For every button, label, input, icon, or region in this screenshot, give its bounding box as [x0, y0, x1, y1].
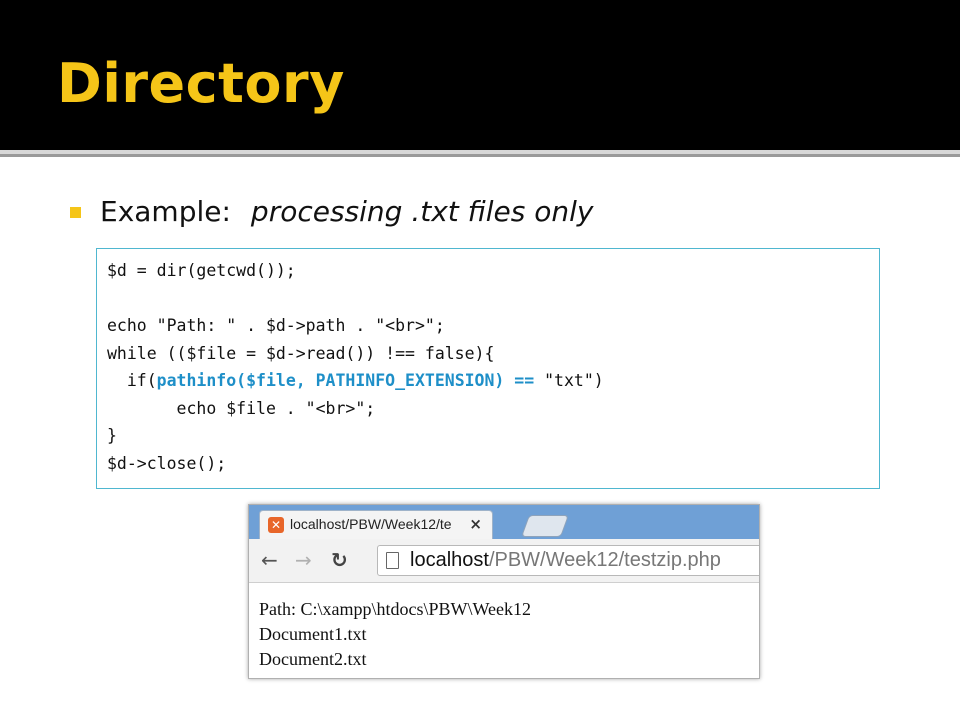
header-divider-light — [0, 150, 960, 154]
new-tab-button[interactable] — [520, 515, 570, 537]
address-bar[interactable]: localhost/PBW/Week12/testzip.php — [377, 545, 759, 576]
browser-tabstrip: ✕ localhost/PBW/Week12/te × — [249, 505, 759, 539]
code-line-5-const: , PATHINFO_EXTENSION) == — [295, 371, 545, 390]
code-line-5: if(pathinfo($file, PATHINFO_EXTENSION) =… — [107, 371, 604, 390]
code-line-8: $d->close(); — [107, 453, 227, 473]
code-line-4: while (($file = $d->read()) !== false){ — [107, 343, 495, 363]
slide-title: Directory — [57, 52, 345, 115]
page-icon — [386, 552, 399, 569]
code-text: $d = dir(getcwd()); echo "Path: " . $d->… — [107, 257, 604, 477]
url-host: localhost — [410, 549, 489, 571]
code-line-5-string: "txt" — [544, 371, 594, 390]
slide-header: Directory — [0, 0, 960, 150]
browser-page-output: Path: C:\xampp\htdocs\PBW\Week12 Documen… — [259, 597, 531, 672]
browser-toolbar: ← → ↻ localhost/PBW/Week12/testzip.php — [249, 539, 759, 583]
reload-icon[interactable]: ↻ — [331, 548, 348, 572]
code-line-5-pre: if( — [107, 371, 157, 390]
bullet-text: Example: processing .txt files only — [100, 195, 593, 228]
code-line-3: echo "Path: " . $d->path . "<br>"; — [107, 316, 445, 335]
tab-close-icon[interactable]: × — [469, 515, 482, 533]
output-line: Path: C:\xampp\htdocs\PBW\Week12 — [259, 599, 532, 619]
code-line-5-var: $file — [246, 371, 296, 390]
code-line-5-highlight: pathinfo($file, PATHINFO_EXTENSION) == "… — [157, 371, 594, 390]
url-path: /PBW/Week12/testzip.php — [488, 549, 721, 571]
code-line-1: $d = dir(getcwd()); — [107, 261, 296, 280]
code-line-5-post: ) — [593, 371, 604, 390]
output-line: Document1.txt — [259, 624, 367, 644]
code-block: $d = dir(getcwd()); echo "Path: " . $d->… — [96, 248, 880, 489]
code-line-5-fn: pathinfo( — [156, 371, 247, 390]
code-line-7: } — [107, 426, 117, 445]
back-arrow-icon[interactable]: ← — [261, 548, 278, 572]
xampp-favicon-icon: ✕ — [268, 517, 284, 533]
code-line-6: echo $file . "<br>"; — [107, 398, 376, 418]
bullet-square-icon — [70, 207, 81, 218]
header-divider-dark — [0, 154, 960, 157]
address-url: localhost/PBW/Week12/testzip.php — [410, 549, 721, 572]
tab-title: localhost/PBW/Week12/te — [290, 516, 452, 532]
browser-tab[interactable]: ✕ localhost/PBW/Week12/te × — [259, 510, 493, 539]
bullet-emphasis: processing .txt files only — [250, 195, 594, 228]
forward-arrow-icon[interactable]: → — [295, 548, 312, 572]
slide-content: Example: processing .txt files only $d = … — [0, 157, 960, 720]
output-line: Document2.txt — [259, 649, 367, 669]
bullet-label: Example: — [100, 195, 231, 228]
browser-screenshot: ✕ localhost/PBW/Week12/te × ← → ↻ localh… — [248, 504, 760, 679]
